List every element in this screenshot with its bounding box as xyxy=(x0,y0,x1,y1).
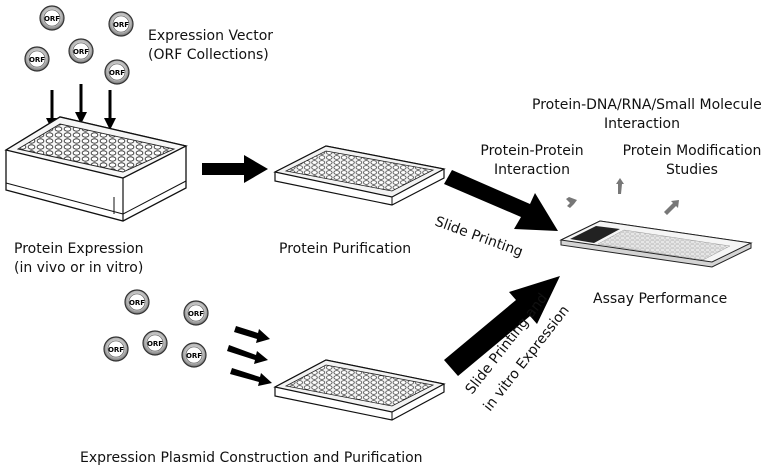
orf-label: ORF xyxy=(147,340,163,348)
orf-label: ORF xyxy=(186,352,202,360)
orf-label: ORF xyxy=(109,69,125,77)
protein-purification-label: Protein Purification xyxy=(279,241,412,257)
orf-vector-icon: ORF xyxy=(124,289,150,315)
orf-vector-icon: ORF xyxy=(181,342,207,368)
protein-expression-title: Protein Expression xyxy=(14,241,144,257)
plasmid-construction-label: Expression Plasmid Construction and Puri… xyxy=(80,450,423,466)
protein-modification-label: Protein Modification Studies xyxy=(622,142,762,180)
protein-protein-subtitle: Interaction xyxy=(494,162,570,178)
orf-vectors-top: ORF ORF ORF ORF ORF xyxy=(24,5,134,85)
orf-vectors-bottom: ORF ORF ORF ORF ORF xyxy=(103,289,209,368)
purification-plate xyxy=(273,145,446,206)
orf-vector-icon: ORF xyxy=(108,11,134,37)
orf-vector-icon: ORF xyxy=(68,38,94,64)
protein-protein-label: Protein-Protein Interaction xyxy=(472,142,592,180)
orf-vector-icon: ORF xyxy=(39,5,65,31)
protein-expression-label: Protein Expression (in vivo or in vitro) xyxy=(14,240,144,278)
orf-label: ORF xyxy=(188,310,204,318)
arrow-slide-printing xyxy=(444,170,558,231)
protein-array-slide xyxy=(559,220,753,268)
protein-dna-label: Protein-DNA/RNA/Small Molecule Interacti… xyxy=(532,96,762,134)
plasmid-plate xyxy=(273,359,446,421)
assay-arrows xyxy=(566,178,679,215)
orf-label: ORF xyxy=(129,299,145,307)
slide-printing-label: Slide Printing xyxy=(433,214,525,261)
protein-modification-title: Protein Modification xyxy=(622,143,762,159)
protein-protein-title: Protein-Protein xyxy=(480,143,584,159)
orf-collections-subtitle: (ORF Collections) xyxy=(148,47,269,63)
assay-performance-label: Assay Performance xyxy=(593,291,728,307)
orf-label: ORF xyxy=(29,56,45,64)
orf-vector-icon: ORF xyxy=(104,59,130,85)
protein-modification-subtitle: Studies xyxy=(666,162,718,178)
protein-expression-subtitle: (in vivo or in vitro) xyxy=(14,260,144,276)
orf-label: ORF xyxy=(44,15,60,23)
plasmid-arrows xyxy=(227,326,272,386)
orf-vector-icon: ORF xyxy=(24,46,50,72)
orf-label: ORF xyxy=(73,48,89,56)
orf-label: ORF xyxy=(108,346,124,354)
protein-dna-subtitle: Interaction xyxy=(604,116,680,132)
expression-vector-title: Expression Vector xyxy=(148,28,274,44)
orf-vector-icon: ORF xyxy=(183,300,209,326)
arrow-to-purification xyxy=(202,155,268,183)
down-arrows xyxy=(46,84,116,130)
orf-label: ORF xyxy=(113,21,129,29)
orf-vector-icon: ORF xyxy=(142,330,168,356)
orf-vector-icon: ORF xyxy=(103,336,129,362)
expression-vector-label: Expression Vector (ORF Collections) xyxy=(148,27,273,65)
arrow-slide-printing-ivt xyxy=(444,276,560,376)
protein-dna-title: Protein-DNA/RNA/Small Molecule xyxy=(532,97,762,113)
deep-well-plate xyxy=(4,116,188,222)
